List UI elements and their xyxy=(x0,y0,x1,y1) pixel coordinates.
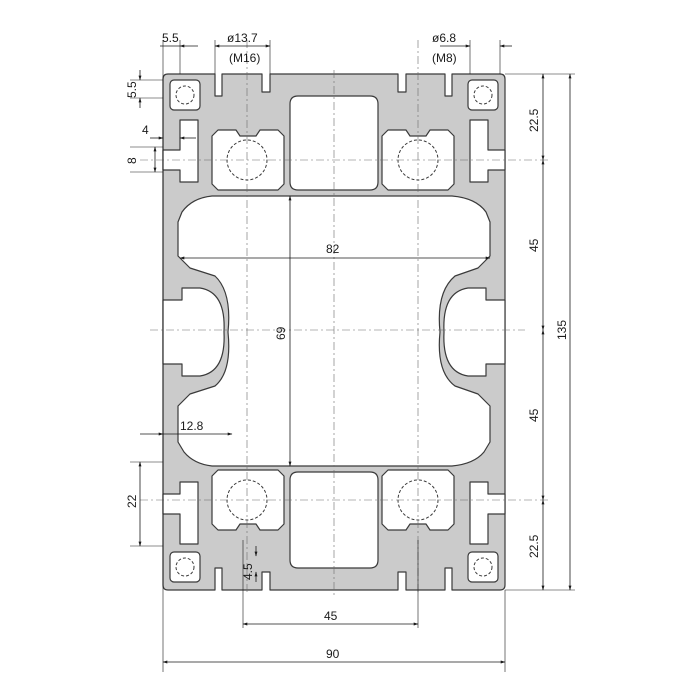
dim-right-top: 22.5 xyxy=(527,108,541,132)
slot-right-lower xyxy=(469,481,506,545)
dim-bore-spacing: 45 xyxy=(324,609,338,623)
dim-bottom-groove: 4.5 xyxy=(241,563,255,580)
dim-right-bottom: 22.5 xyxy=(527,534,541,558)
dim-slot-depth: 8 xyxy=(125,157,139,164)
dim-right-mid-upper: 45 xyxy=(527,238,541,252)
bore-small-top-left xyxy=(175,85,195,105)
slot-right-upper xyxy=(469,119,506,183)
bore-small-bottom-left xyxy=(175,557,195,577)
dim-bore-large: ø13.7 xyxy=(227,31,258,45)
channel-right-mid xyxy=(443,287,506,377)
dim-slot-width: 4 xyxy=(142,123,149,137)
dim-wall-offset: 12.8 xyxy=(180,419,204,433)
dim-inner-width: 82 xyxy=(326,242,340,256)
dim-lower-slot: 22 xyxy=(125,494,139,508)
dim-total-height: 135 xyxy=(555,320,569,340)
channel-left-mid xyxy=(162,287,225,377)
slot-left-lower xyxy=(162,481,199,545)
dim-left-edge-slot: 5.5 xyxy=(125,81,139,98)
center-lines xyxy=(140,40,550,595)
dim-total-width: 90 xyxy=(326,647,340,661)
slot-left-upper xyxy=(162,119,199,183)
dim-bore-large-thread: (M16) xyxy=(229,51,260,65)
bore-small-top-right xyxy=(473,85,493,105)
dim-right-mid-lower: 45 xyxy=(527,408,541,422)
dimension-labels: 5.5 ø13.7 (M16) ø6.8 (M8) 5.5 4 8 82 69 … xyxy=(125,31,569,661)
top-middle-cavity xyxy=(289,95,379,191)
dim-bore-small-thread: (M8) xyxy=(432,51,457,65)
dimension-lines xyxy=(138,44,572,664)
dim-inner-height: 69 xyxy=(274,326,288,340)
dim-top-left-slot: 5.5 xyxy=(162,31,179,45)
dim-bore-small: ø6.8 xyxy=(432,31,456,45)
bore-small-bottom-right xyxy=(473,557,493,577)
